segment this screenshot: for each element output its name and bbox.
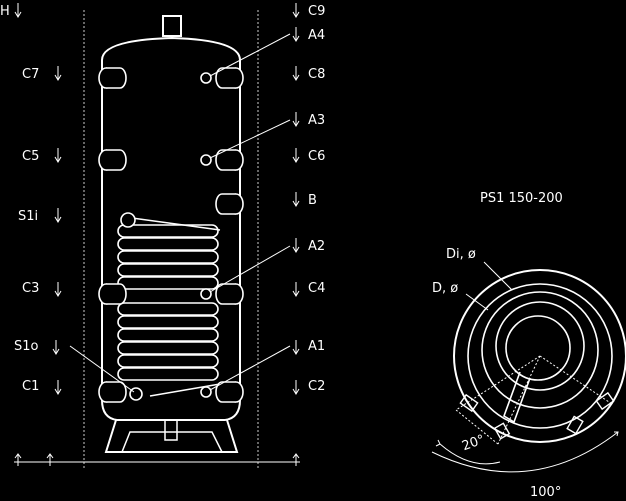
label-c6: C6 [308,149,325,164]
label-s1o: S1o [14,339,39,354]
label-a3: A3 [308,113,325,128]
left-dimension-arrows [14,3,135,466]
inner-shell [467,283,613,429]
sensor-a4 [200,72,212,84]
sensor-a2 [200,288,212,300]
top-connector [162,15,182,37]
label-di: Di, ø [446,247,476,262]
angle-20: 20° [460,432,487,454]
port-s1o [129,387,143,401]
right-dimension-arrows [209,3,300,466]
label-c5: C5 [22,149,39,164]
tank-base-inner [121,431,223,453]
heat-exchanger-coil [117,217,221,397]
coil-inner [505,315,571,381]
label-c8: C8 [308,67,325,82]
angle-100: 100° [530,485,561,500]
port-s1i [120,212,136,228]
label-c7: C7 [22,67,39,82]
connection-stubs [98,67,244,403]
frame-lines [83,10,259,470]
label-h: H [0,4,10,19]
section-view [431,261,626,473]
model-title: PS1 150-200 [480,191,563,206]
tank-base [104,419,239,453]
coil-outer [481,291,599,409]
label-c9: C9 [308,4,325,19]
coil-outlet [503,371,531,424]
label-c2: C2 [308,379,325,394]
sensor-a3 [200,154,212,166]
tank-body [101,36,241,421]
base-drain [164,419,178,441]
label-c1: C1 [22,379,39,394]
coil-middle [495,301,585,391]
label-a4: A4 [308,28,325,43]
label-s1i: S1i [18,209,38,224]
port-c7-body [106,67,127,89]
label-c3: C3 [22,281,39,296]
label-c4: C4 [308,281,325,296]
outer-shell [453,269,626,443]
label-b: B [308,193,317,208]
label-a2: A2 [308,239,325,254]
label-d: D, ø [432,281,458,296]
sensor-a1 [200,386,212,398]
label-a1: A1 [308,339,325,354]
